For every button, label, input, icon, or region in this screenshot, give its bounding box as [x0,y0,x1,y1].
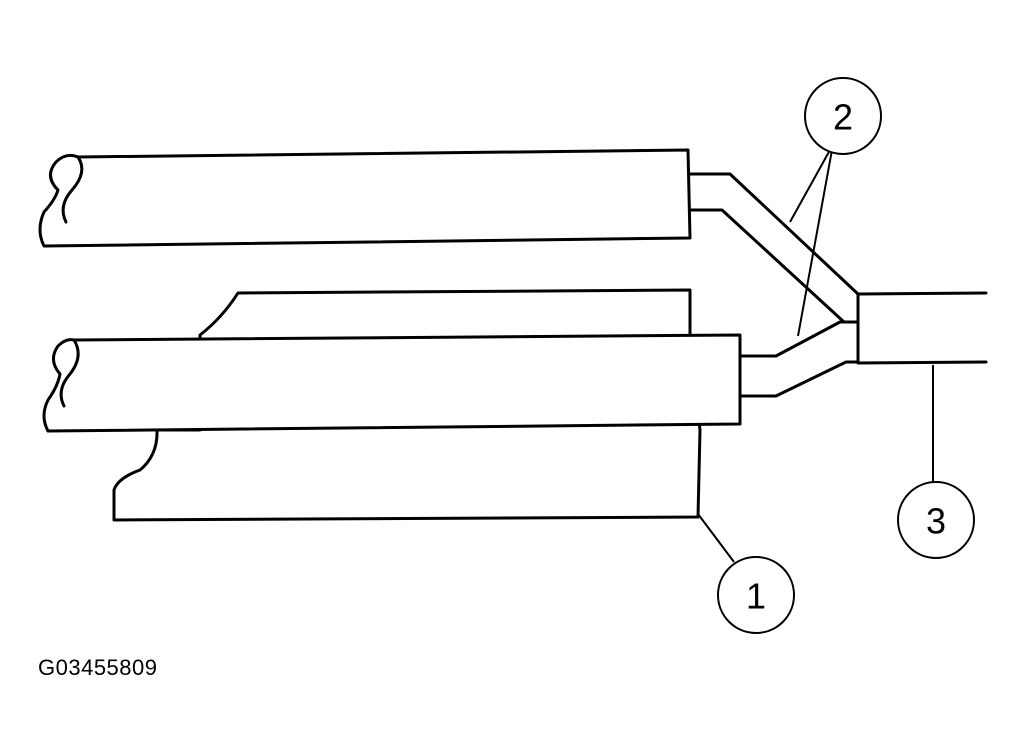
callout-1-label: 1 [746,576,766,617]
lower-wire-cut-end [59,338,80,408]
figure-id: G03455809 [38,655,158,680]
callout-2-label: 2 [833,97,853,138]
leader-2a [789,149,831,223]
callout-3: 3 [897,481,975,559]
callout-2-circle [804,77,882,155]
upper-wire-insulation [38,148,692,248]
upper-wire-cut-end [61,155,84,224]
lower-wire-insulation [42,333,742,433]
leader-2b [797,149,833,337]
callout-1: 1 [717,556,795,634]
callout-3-circle [897,481,975,559]
lower-conductor [738,320,860,398]
spliced-wire [856,291,988,365]
callout-3-label: 3 [926,501,946,542]
callout-1-circle [717,556,795,634]
leader-1 [697,513,735,563]
callout-2: 2 [804,77,882,155]
upper-conductor [688,172,860,324]
